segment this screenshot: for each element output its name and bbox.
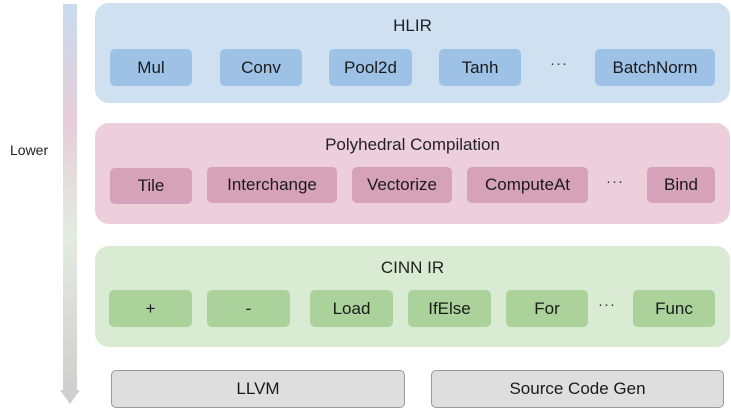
lower-label: Lower	[10, 142, 49, 158]
op-mul: Mul	[110, 49, 192, 86]
panel-title-hlir: HLIR	[393, 16, 432, 35]
op-batchnorm: BatchNorm	[595, 49, 715, 86]
ellipsis: ···	[598, 296, 616, 313]
op-ifelse: IfElse	[408, 290, 491, 327]
ellipsis: ···	[550, 55, 568, 72]
op-plus: +	[109, 290, 192, 327]
op-computeat: ComputeAt	[467, 167, 588, 203]
op-interchange: Interchange	[207, 167, 337, 203]
op-func: Func	[633, 290, 715, 327]
cinn-ir-panel: CINN IR + - Load IfElse For ··· Func	[95, 246, 730, 347]
op-load: Load	[310, 290, 393, 327]
hlir-panel: HLIR Mul Conv Pool2d Tanh ··· BatchNorm	[95, 3, 730, 103]
backend-llvm: LLVM	[111, 370, 405, 408]
panel-title-cinn-ir: CINN IR	[380, 258, 445, 277]
op-tanh: Tanh	[439, 49, 521, 86]
op-minus: -	[207, 290, 290, 327]
down-arrow-icon	[60, 4, 80, 404]
op-vectorize: Vectorize	[352, 167, 452, 203]
op-bind: Bind	[647, 167, 715, 203]
op-for: For	[506, 290, 588, 327]
backend-source-code-gen: Source Code Gen	[431, 370, 724, 408]
op-tile: Tile	[110, 168, 192, 204]
polyhedral-panel: Polyhedral Compilation Tile Interchange …	[95, 123, 730, 224]
op-pool2d: Pool2d	[329, 49, 412, 86]
panel-title-polyhedral: Polyhedral Compilation	[325, 135, 500, 154]
ellipsis: ···	[606, 173, 624, 190]
op-conv: Conv	[220, 49, 302, 86]
